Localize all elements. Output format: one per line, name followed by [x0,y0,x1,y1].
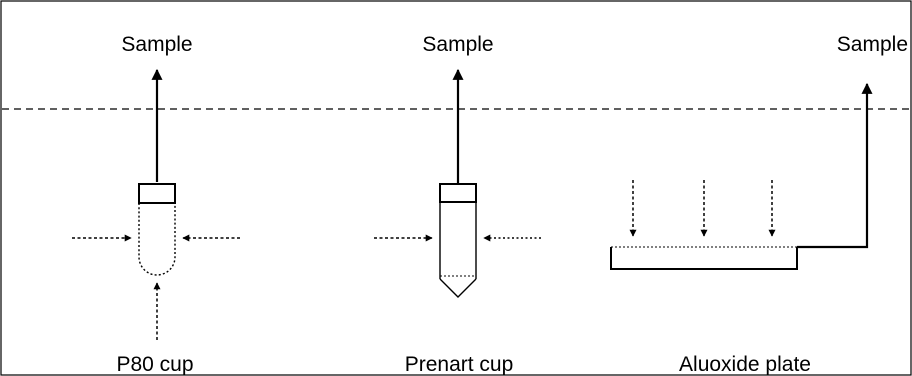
prenart-cup-group [374,68,541,298]
prenart-cup-label: Prenart cup [405,353,514,376]
sample-label-left: Sample [121,33,192,56]
prenart-cup-cap [439,183,477,203]
sample-label-middle: Sample [422,33,493,56]
p80-cup-cap [138,183,176,204]
sample-label-right: Sample [837,33,908,56]
p80-cup-label: P80 cup [116,353,193,376]
plate-sample-line [797,82,873,249]
aluoxide-plate-group [610,82,873,270]
p80-cup-group [72,68,240,340]
plate-body [610,247,798,270]
prenart-cup-tip [439,278,477,298]
aluoxide-plate-label: Aluoxide plate [679,353,811,376]
p80-cup-body [138,203,176,276]
